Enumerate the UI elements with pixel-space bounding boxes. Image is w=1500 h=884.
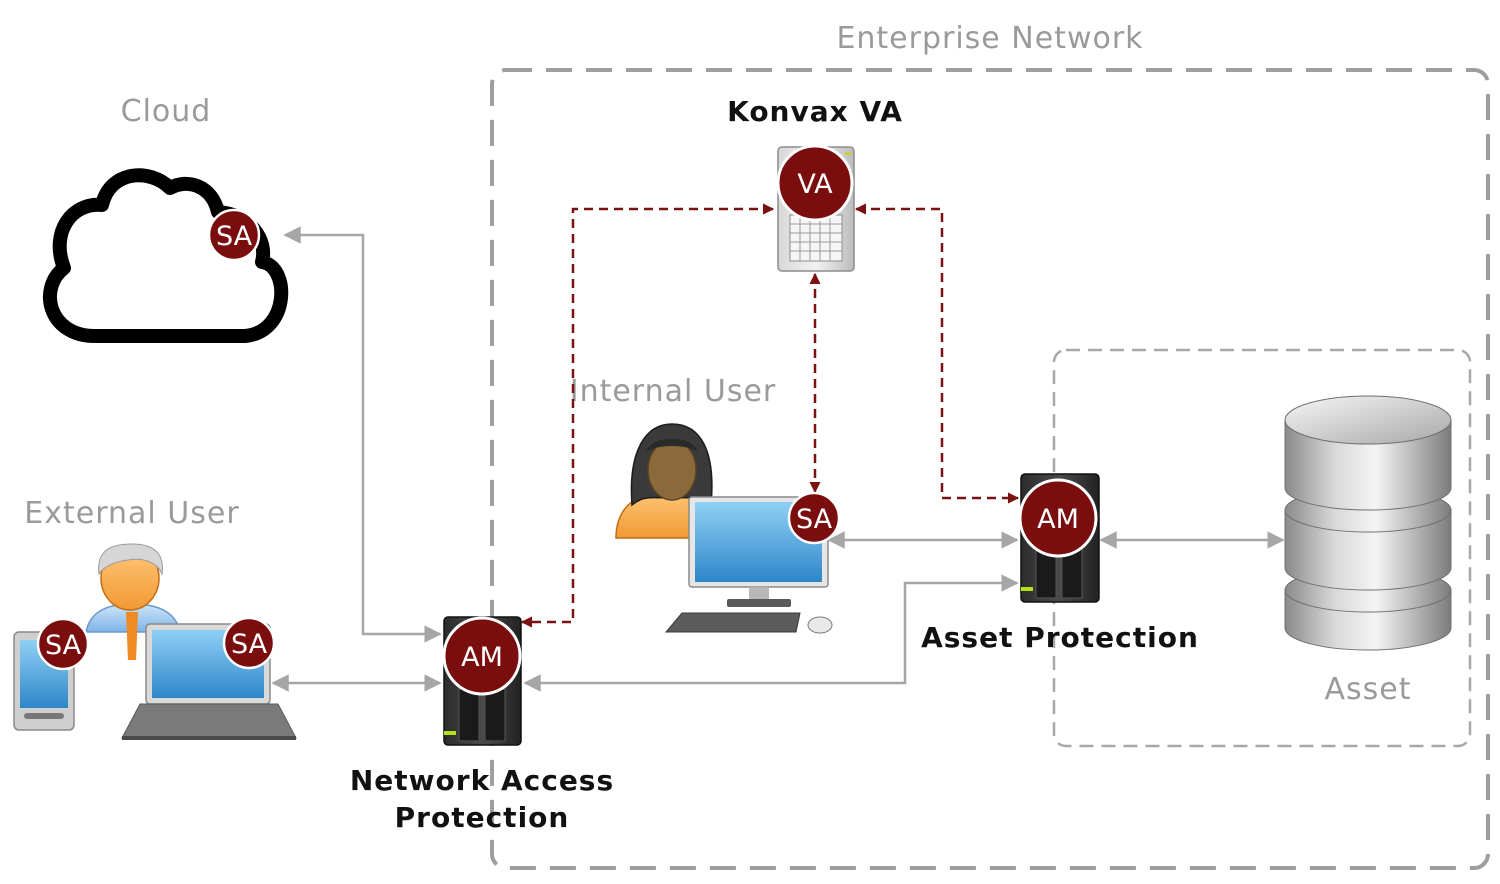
sa-badge-cloud: SA: [207, 208, 261, 262]
va-badge: VA: [776, 144, 854, 222]
am-badge-network: AM: [442, 616, 522, 696]
database-icon: [1284, 395, 1452, 651]
sa-badge-laptop-text: SA: [231, 629, 268, 660]
connector-network-am-to-asset-am: [523, 574, 1019, 692]
sa-badge-phone-text: SA: [45, 630, 82, 661]
network-access-protection-label-line2: Protection: [395, 801, 570, 834]
network-access-protection-label-line1: Network Access: [350, 764, 614, 797]
am-badge-asset-text: AM: [1037, 504, 1079, 535]
va-badge-text: VA: [797, 169, 833, 200]
connector-cloud-to-network-am: [283, 226, 442, 643]
cloud-label: Cloud: [121, 94, 212, 129]
sa-badge-laptop: SA: [222, 616, 276, 670]
sa-badge-cloud-text: SA: [216, 221, 253, 252]
dashed-va-to-network-am: [520, 203, 775, 628]
am-badge-asset: AM: [1018, 478, 1098, 558]
sa-badge-phone: SA: [36, 617, 90, 671]
enterprise-network-label: Enterprise Network: [836, 21, 1143, 56]
asset-protection-label: Asset Protection: [921, 621, 1199, 654]
sa-badge-internal-user-text: SA: [796, 504, 833, 535]
am-badge-network-text: AM: [461, 642, 503, 673]
konvax-va-label: Konvax VA: [727, 95, 903, 128]
sa-badge-internal-user: SA: [787, 491, 841, 545]
external-user-label: External User: [24, 496, 239, 531]
asset-label: Asset: [1324, 672, 1411, 707]
enterprise-network-zone: [490, 68, 1490, 870]
dashed-va-to-asset-am: [854, 203, 1020, 504]
internal-user-label: Internal User: [570, 374, 777, 409]
